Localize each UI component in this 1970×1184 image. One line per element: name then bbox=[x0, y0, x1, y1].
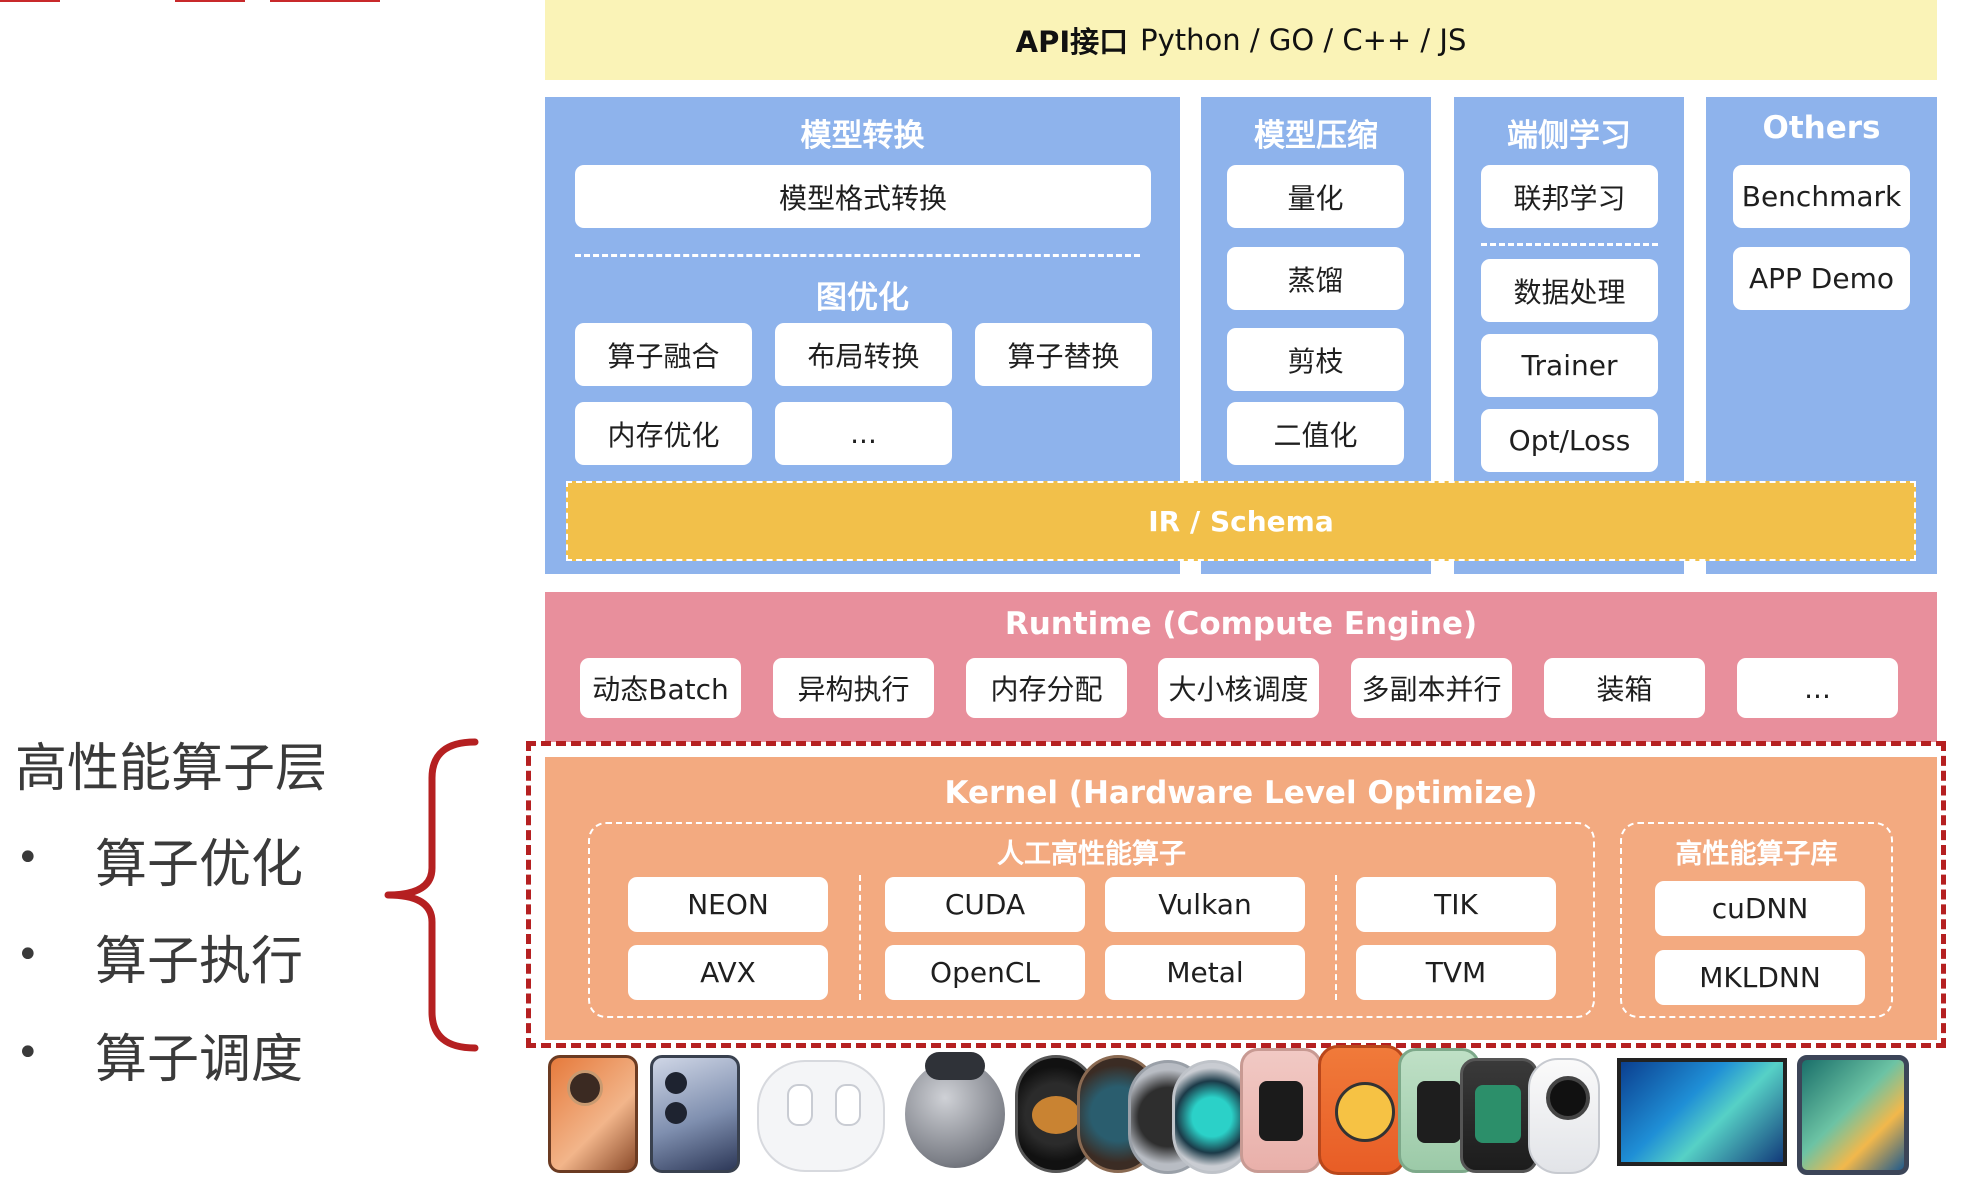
title-fragment bbox=[0, 0, 400, 18]
multi-replica-parallel-box: 多副本并行 bbox=[1351, 658, 1512, 718]
packing-box: 装箱 bbox=[1544, 658, 1705, 718]
tik-box: TIK bbox=[1356, 877, 1556, 932]
api-label: API接口 bbox=[1015, 25, 1129, 59]
memory-allocation-box: 内存分配 bbox=[966, 658, 1127, 718]
bullet-dot: • bbox=[16, 835, 40, 881]
phone-icon bbox=[650, 1055, 740, 1173]
api-bar: API接口 Python / GO / C++ / JS bbox=[545, 0, 1937, 80]
bullet-operator-scheduling: 算子调度 bbox=[95, 1030, 304, 1090]
benchmark-box: Benchmark bbox=[1733, 165, 1910, 228]
opencl-box: OpenCL bbox=[885, 945, 1085, 1000]
tv-icon bbox=[1617, 1058, 1787, 1166]
ir-schema-band: IR / Schema bbox=[566, 481, 1916, 561]
cuda-box: CUDA bbox=[885, 877, 1085, 932]
camera-icon bbox=[1528, 1058, 1600, 1174]
vulkan-box: Vulkan bbox=[1105, 877, 1305, 932]
neon-box: NEON bbox=[628, 877, 828, 932]
distillation-box: 蒸馏 bbox=[1227, 247, 1404, 310]
operator-library-title: 高性能算子库 bbox=[1675, 839, 1838, 870]
ondevice-title: 端侧学习 bbox=[1507, 118, 1631, 154]
api-languages: Python / GO / C++ / JS bbox=[1140, 23, 1467, 57]
earbuds-icon bbox=[905, 1052, 1005, 1168]
dynamic-batch-box: 动态Batch bbox=[580, 658, 741, 718]
curly-brace bbox=[384, 738, 479, 1052]
heterogeneous-execution-box: 异构执行 bbox=[773, 658, 934, 718]
operator-fusion-box: 算子融合 bbox=[575, 323, 752, 386]
kernel-highlight-frame bbox=[526, 741, 1946, 1048]
others-title: Others bbox=[1762, 110, 1881, 146]
trainer-box: Trainer bbox=[1481, 334, 1658, 397]
manual-operators-title: 人工高性能算子 bbox=[997, 839, 1186, 870]
runtime-title: Runtime (Compute Engine) bbox=[1004, 606, 1478, 642]
ellipsis-box: ... bbox=[775, 402, 952, 465]
dashed-divider bbox=[1481, 243, 1658, 246]
kernel-title: Kernel (Hardware Level Optimize) bbox=[944, 775, 1538, 811]
bullet-dot: • bbox=[16, 932, 40, 978]
dashed-separator bbox=[1335, 875, 1337, 1000]
metal-box: Metal bbox=[1105, 945, 1305, 1000]
smartwatch-icon bbox=[1172, 1060, 1252, 1174]
fitness-band-icon bbox=[1318, 1045, 1406, 1175]
dashed-separator bbox=[859, 875, 861, 1000]
runtime-ellipsis-box: ... bbox=[1737, 658, 1898, 718]
pruning-box: 剪枝 bbox=[1227, 328, 1404, 391]
mkldnn-box: MKLDNN bbox=[1655, 950, 1865, 1005]
memory-optimization-box: 内存优化 bbox=[575, 402, 752, 465]
data-processing-box: 数据处理 bbox=[1481, 259, 1658, 322]
fitness-band-icon bbox=[1460, 1058, 1538, 1173]
bullet-operator-optimization: 算子优化 bbox=[95, 835, 304, 895]
opt-loss-box: Opt/Loss bbox=[1481, 409, 1658, 472]
cudnn-box: cuDNN bbox=[1655, 881, 1865, 936]
converter-title: 模型转换 bbox=[800, 118, 925, 154]
model-format-conversion-box: 模型格式转换 bbox=[575, 165, 1151, 228]
operator-library-group bbox=[1620, 822, 1893, 1018]
avx-box: AVX bbox=[628, 945, 828, 1000]
federated-learning-box: 联邦学习 bbox=[1481, 165, 1658, 228]
bullet-operator-execution: 算子执行 bbox=[95, 932, 304, 992]
layout-conversion-box: 布局转换 bbox=[775, 323, 952, 386]
side-heading: 高性能算子层 bbox=[15, 739, 328, 799]
manual-operators-group bbox=[588, 822, 1595, 1018]
binarization-box: 二值化 bbox=[1227, 402, 1404, 465]
fitness-band-icon bbox=[1240, 1048, 1322, 1173]
bullet-dot: • bbox=[16, 1030, 40, 1076]
operator-replacement-box: 算子替换 bbox=[975, 323, 1152, 386]
quantization-box: 量化 bbox=[1227, 165, 1404, 228]
graph-optimization-title: 图优化 bbox=[816, 280, 909, 316]
compress-title: 模型压缩 bbox=[1254, 118, 1378, 154]
app-demo-box: APP Demo bbox=[1733, 247, 1910, 310]
tvm-box: TVM bbox=[1356, 945, 1556, 1000]
earbuds-icon bbox=[757, 1060, 885, 1172]
big-little-core-scheduling-box: 大小核调度 bbox=[1158, 658, 1319, 718]
phone-icon bbox=[548, 1055, 638, 1173]
tablet-icon bbox=[1797, 1055, 1909, 1175]
dashed-divider bbox=[575, 254, 1140, 257]
ir-schema-label: IR / Schema bbox=[1148, 504, 1334, 538]
